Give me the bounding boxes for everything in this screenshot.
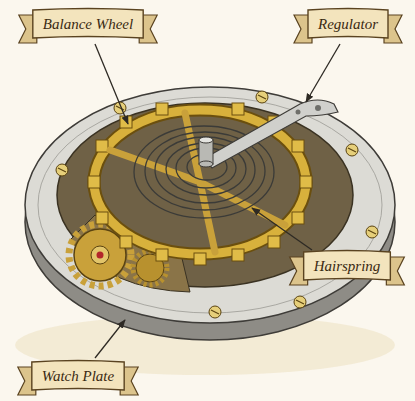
- screws: [56, 91, 378, 318]
- banner-scroll: [33, 9, 143, 39]
- regulator-hole: [296, 110, 301, 115]
- part-label: Hairspring: [314, 257, 381, 275]
- banner-scroll: [32, 361, 124, 391]
- banner-scroll: [308, 9, 388, 39]
- jewel: [97, 252, 104, 259]
- balance-staff: [199, 137, 213, 167]
- watch-plate: [25, 87, 395, 323]
- leader-lines: [95, 44, 340, 358]
- banner-scroll: [304, 251, 391, 281]
- part-label: Watch Plate: [42, 367, 114, 385]
- plate-rim: [38, 97, 382, 313]
- screw-slots: [58, 95, 376, 314]
- part-label: Regulator: [318, 15, 378, 33]
- part-label: Balance Wheel: [43, 15, 133, 33]
- regulator-arm: [205, 100, 338, 168]
- regulator-hole: [315, 105, 321, 111]
